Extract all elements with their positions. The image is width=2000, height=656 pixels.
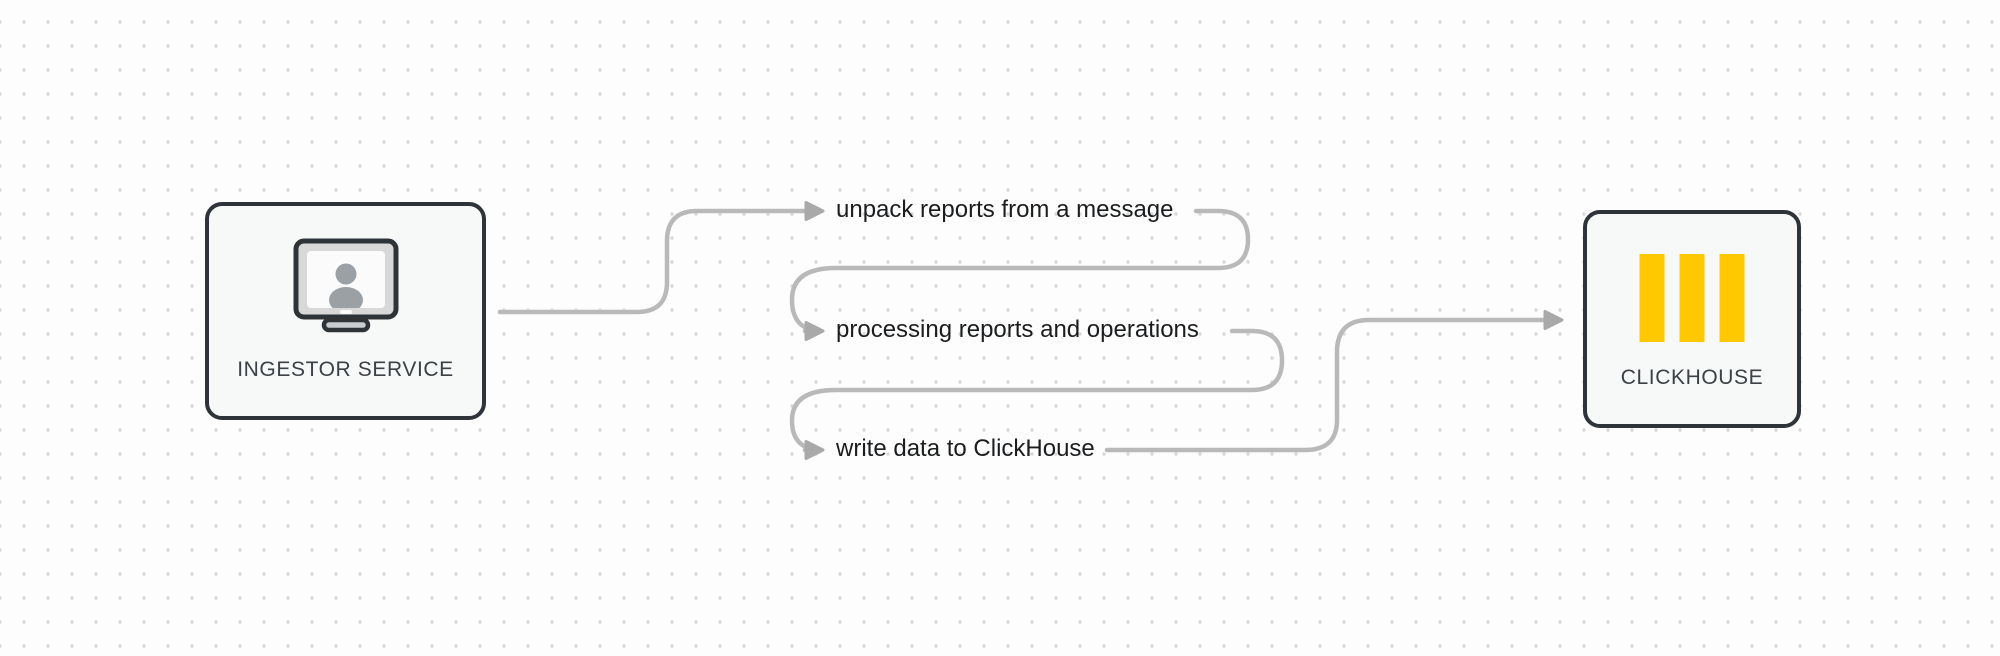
connector-step2-to-step3 <box>789 328 1285 453</box>
arrowhead-step1 <box>804 201 825 221</box>
node-ingestor-service: INGESTOR SERVICE <box>205 202 486 420</box>
connector-ingestor-to-step1 <box>497 208 809 315</box>
arrowhead-step3 <box>804 440 825 460</box>
clickhouse-label: CLICKHOUSE <box>1620 366 1764 389</box>
step-label-unpack-reports: unpack reports from a message <box>836 196 1174 224</box>
step-label-write-data: write data to ClickHouse <box>836 435 1095 463</box>
ingestor-service-label: INGESTOR SERVICE <box>237 358 454 381</box>
step-label-processing-reports: processing reports and operations <box>836 316 1199 344</box>
person-silhouette <box>328 263 363 308</box>
arrowhead-step2 <box>804 321 825 341</box>
node-clickhouse: CLICKHOUSE <box>1583 210 1801 428</box>
clickhouse-bar <box>1639 254 1665 342</box>
clickhouse-bar <box>1679 254 1705 342</box>
clickhouse-bars-logo <box>1639 254 1745 342</box>
connector-step1-to-step2 <box>789 208 1251 334</box>
monitor-user-icon <box>293 238 398 333</box>
clickhouse-bar <box>1719 254 1745 342</box>
arrowhead-clickhouse <box>1543 310 1564 330</box>
